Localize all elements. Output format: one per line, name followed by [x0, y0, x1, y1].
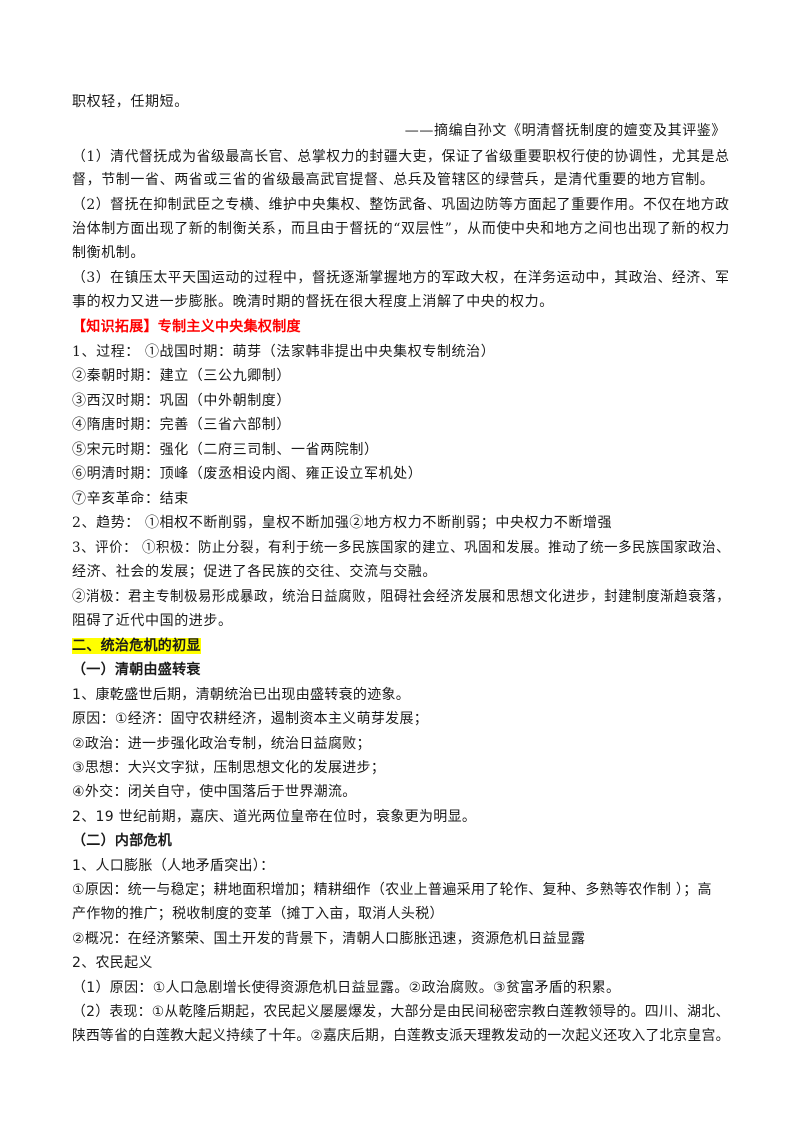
- text-line: 阻碍了近代中国的进步。: [72, 613, 233, 629]
- text-line: 职权轻，任期短。: [72, 94, 189, 110]
- text-line: ②秦朝时期：建立（三公九卿制）: [72, 368, 291, 384]
- text-line: ①原因：统一与稳定；耕地面积增加；精耕细作（农业上普遍采用了轮作、复种、多熟等农…: [72, 882, 712, 898]
- text-line: 陕西等省的白莲教大起义持续了十年。②嘉庆后期，白莲教支派天理教发动的一次起义还攻…: [72, 1028, 730, 1044]
- text-line: ②概况：在经济繁荣、国土开发的背景下，清朝人口膨胀迅速，资源危机日益显露: [72, 931, 586, 947]
- text-line: （2）表现：①从乾隆后期起，农民起义屡屡爆发，大部分是由民间秘密宗教白莲教领导的…: [72, 1004, 730, 1020]
- text-line: 治体制方面出现了新的制衡关系，而且由于督抚的“双层性”，从而使中央和地方之间也出…: [72, 221, 730, 237]
- text-line: ③思想：大兴文字狱，压制思想文化的发展进步；: [72, 760, 386, 776]
- text-line: 2、趋势： ①相权不断削弱，皇权不断加强②地方权力不断削弱；中央权力不断增强: [72, 515, 613, 531]
- text-line: 经济、社会的发展；促进了各民族的交往、交流与交融。: [72, 564, 437, 580]
- text-line: ⑤宋元时期：强化（二府三司制、一省两院制）: [72, 442, 379, 458]
- text-line: 2、农民起义: [72, 955, 153, 971]
- text-line: ②消极：君主专制极易形成暴政，统治日益腐败，阻碍社会经济发展和思想文化进步，封建…: [72, 589, 731, 605]
- text-line: 1、人口膨胀（人地矛盾突出）：: [72, 858, 275, 874]
- text-line: ⑦辛亥革命：结束: [72, 491, 189, 507]
- text-line: ④隋唐时期：完善（三省六部制）: [72, 417, 291, 433]
- text-line: 督，节制一省、两省或三省的省级最高武官提督、总兵及管辖区的绿营兵，是清代重要的地…: [72, 172, 715, 188]
- text-line: （2）督抚在抑制武臣之专横、维护中央集权、整饬武备、巩固边防等方面起了重要作用。…: [72, 197, 730, 213]
- section-heading: 二、统治危机的初显: [72, 638, 201, 654]
- text-line: 事的权力又进一步膨胀。晚清时期的督抚在很大程度上消解了中央的权力。: [72, 294, 554, 310]
- text-line: 产作物的推广；税收制度的变革（摊丁入亩，取消人头税）: [72, 906, 444, 922]
- source-citation: ——摘编自孙文《明清督抚制度的嬗变及其评鉴》: [404, 123, 726, 139]
- text-line: ②政治：进一步强化政治专制，统治日益腐败；: [72, 736, 371, 752]
- text-line: 1、康乾盛世后期，清朝统治已出现由盛转衰的迹象。: [72, 687, 411, 703]
- text-line: ③西汉时期：巩固（中外朝制度）: [72, 393, 291, 409]
- text-line: 3、评价： ①积极：防止分裂，有利于统一多民族国家的建立、巩固和发展。推动了统一…: [72, 540, 731, 556]
- knowledge-heading: 【知识拓展】专制主义中央集权制度: [72, 319, 301, 335]
- text-line: （1）原因：①人口急剧增长使得资源危机日益显露。②政治腐败。③贫富矛盾的积累。: [72, 980, 621, 996]
- text-line: ④外交：闭关自守，使中国落后于世界潮流。: [72, 784, 357, 800]
- text-line: 1、过程： ①战国时期：萌芽（法家韩非提出中央集权专制统治）: [72, 344, 496, 360]
- text-line: 制衡机制。: [72, 245, 145, 261]
- text-line: 2、19 世纪前期，嘉庆、道光两位皇帝在位时，衰象更为明显。: [72, 809, 477, 825]
- text-line: （3）在镇压太平天国运动的过程中，督抚逐渐掌握地方的军政大权，在洋务运动中，其政…: [72, 270, 730, 286]
- text-line: （1）清代督抚成为省级最高长官、总掌权力的封疆大吏，保证了省级重要职权行使的协调…: [72, 149, 730, 165]
- text-line: ⑥明清时期：顶峰（废丞相设内阁、雍正设立军机处）: [72, 466, 423, 482]
- text-line: 原因：①经济：固守农耕经济，遏制资本主义萌芽发展；: [72, 711, 429, 727]
- subsection-heading: （二）内部危机: [72, 833, 173, 849]
- subsection-heading: （一）清朝由盛转衰: [72, 662, 201, 678]
